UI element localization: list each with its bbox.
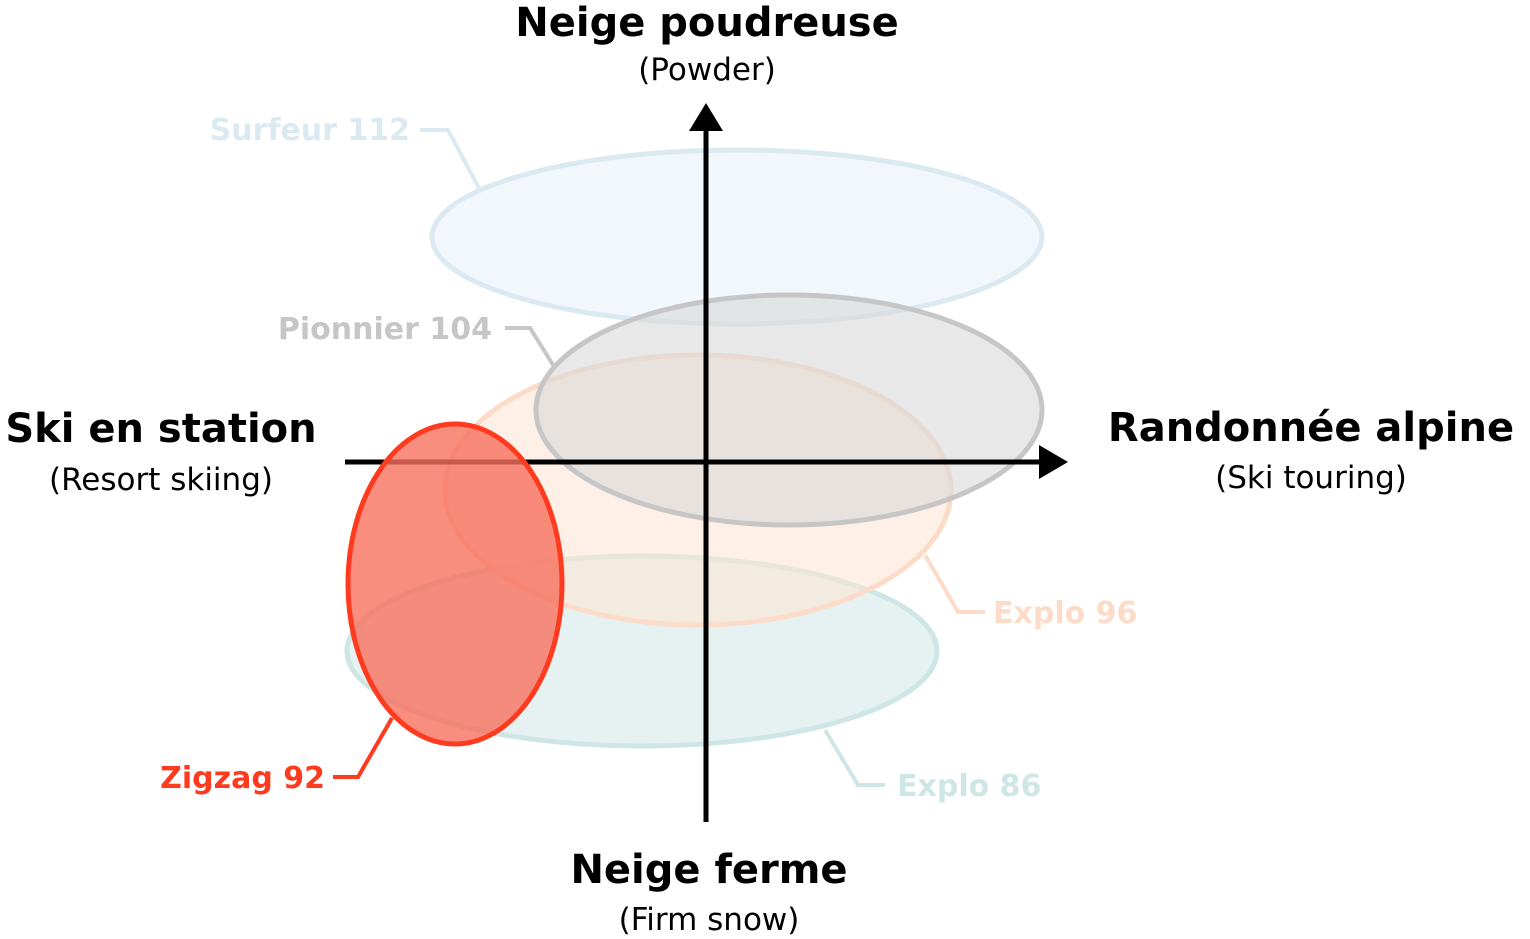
explo86-leader-line bbox=[823, 728, 885, 787]
explo96-label: Explo 96 bbox=[993, 596, 1137, 631]
left-axis-title: Ski en station bbox=[5, 406, 316, 452]
pionnier-leader-line bbox=[505, 326, 557, 370]
ski-surfeur-112: Surfeur 112 bbox=[210, 113, 1045, 327]
surfeur-leader-line bbox=[420, 128, 482, 191]
pionnier-label: Pionnier 104 bbox=[278, 312, 492, 347]
pionnier-ellipse bbox=[533, 292, 1045, 528]
right-arrow-icon bbox=[1039, 445, 1068, 479]
bottom-axis-title: Neige ferme bbox=[570, 847, 847, 893]
surfeur-label: Surfeur 112 bbox=[210, 113, 410, 148]
bottom-axis-subtitle: (Firm snow) bbox=[619, 902, 800, 938]
left-axis-subtitle: (Resort skiing) bbox=[49, 462, 273, 498]
right-axis-subtitle: (Ski touring) bbox=[1215, 460, 1407, 496]
zigzag-ellipse bbox=[345, 421, 565, 747]
top-axis-subtitle: (Powder) bbox=[638, 52, 776, 88]
ski-zigzag-92: Zigzag 92 bbox=[160, 421, 565, 796]
explo86-label: Explo 86 bbox=[897, 769, 1041, 804]
ski-pionnier-104: Pionnier 104 bbox=[278, 292, 1045, 528]
up-arrow-icon bbox=[689, 103, 723, 131]
right-axis-title: Randonnée alpine bbox=[1108, 405, 1514, 451]
top-axis-title: Neige poudreuse bbox=[515, 0, 899, 46]
explo96-leader-line bbox=[923, 553, 985, 614]
zigzag-leader-line bbox=[333, 717, 394, 779]
zigzag-label: Zigzag 92 bbox=[160, 761, 325, 796]
